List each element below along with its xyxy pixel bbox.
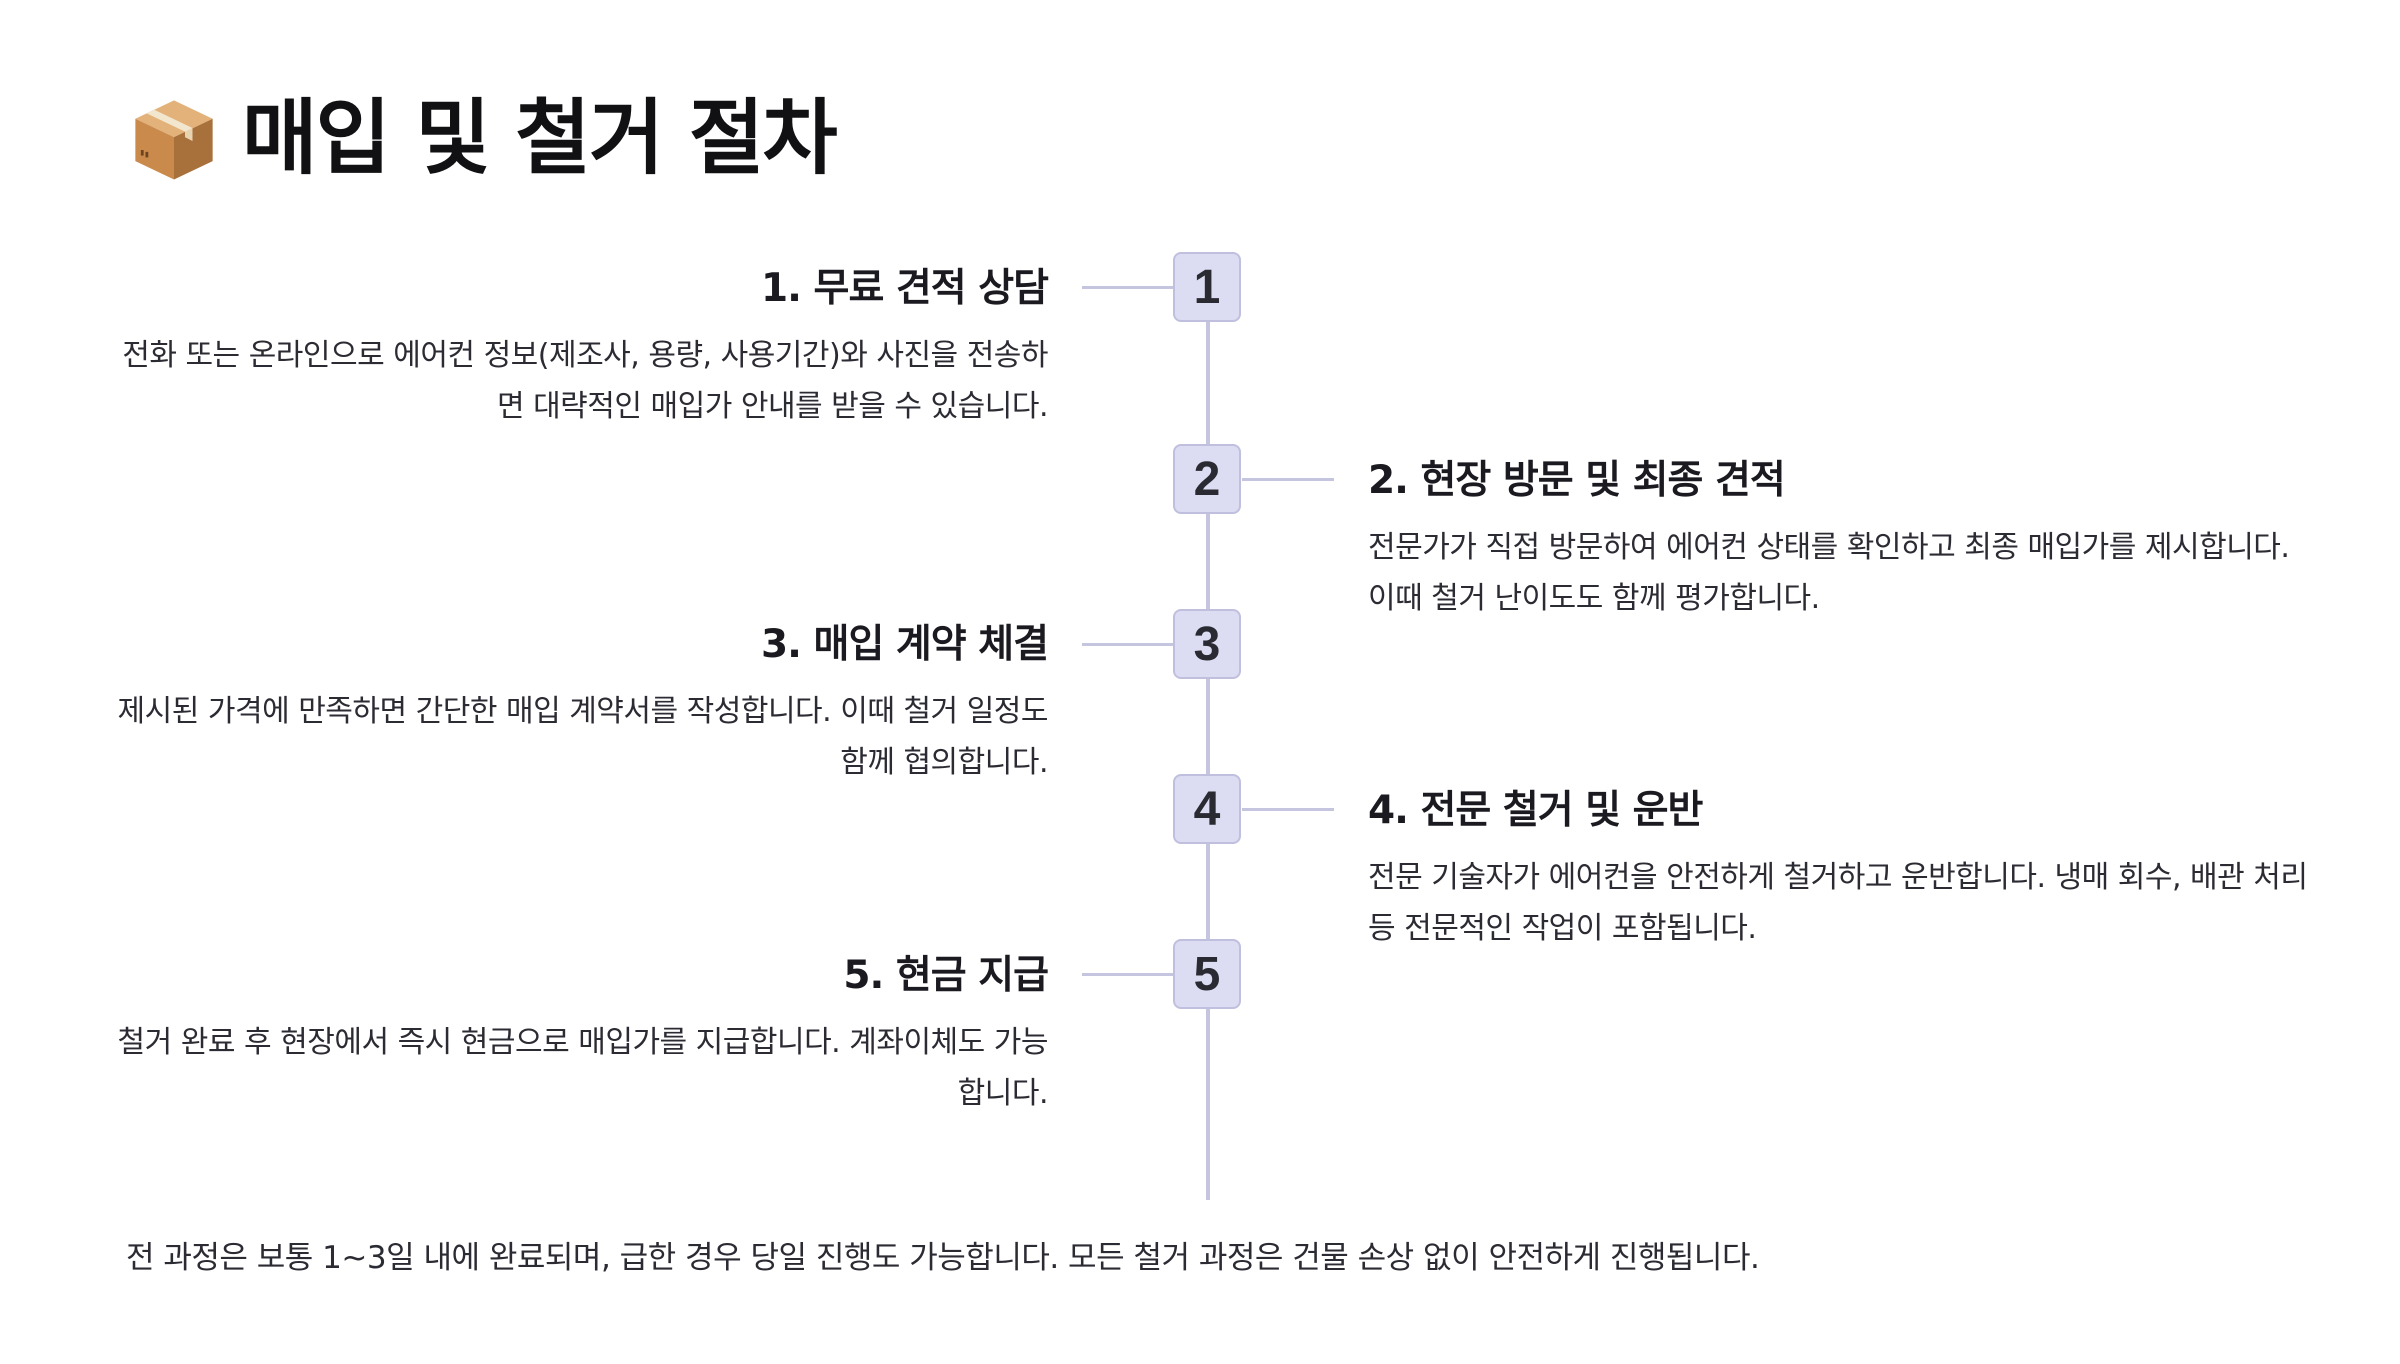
step-number-badge: 1 (1173, 252, 1241, 322)
step-title: 5. 현금 지급 (843, 952, 1049, 998)
step-description: 전화 또는 온라인으로 에어컨 정보(제조사, 용량, 사용기간)와 사진을 전… (122, 338, 1048, 424)
step-title: 2. 현장 방문 및 최종 견적 (1368, 457, 1786, 503)
timeline-line (1206, 288, 1210, 1200)
step-number-badge: 5 (1173, 939, 1241, 1009)
step-1: 1. 무료 견적 상담 전화 또는 온라인으로 에어컨 정보(제조사, 용량, … (108, 258, 1049, 432)
step-4: 4. 전문 철거 및 운반 전문 기술자가 에어컨을 안전하게 철거하고 운반합… (1368, 780, 2308, 954)
timeline-connector (1242, 808, 1334, 811)
step-title: 3. 매입 계약 체결 (761, 621, 1049, 667)
page-title: 매입 및 철거 절차 (128, 84, 838, 194)
step-description: 전문가가 직접 방문하여 에어컨 상태를 확인하고 최종 매입가를 제시합니다.… (1368, 530, 2290, 616)
step-number-badge: 2 (1173, 444, 1241, 514)
step-5: 5. 현금 지급 철거 완료 후 현장에서 즉시 현금으로 매입가를 지급합니다… (108, 945, 1049, 1119)
step-3: 3. 매입 계약 체결 제시된 가격에 만족하면 간단한 매입 계약서를 작성합… (108, 614, 1049, 788)
timeline-connector (1082, 643, 1174, 646)
step-description: 전문 기술자가 에어컨을 안전하게 철거하고 운반합니다. 냉매 회수, 배관 … (1368, 860, 2308, 946)
step-description: 철거 완료 후 현장에서 즉시 현금으로 매입가를 지급합니다. 계좌이체도 가… (117, 1025, 1049, 1111)
package-icon (135, 100, 213, 180)
step-number-badge: 4 (1173, 774, 1241, 844)
step-title: 1. 무료 견적 상담 (761, 265, 1049, 311)
timeline-connector (1242, 478, 1334, 481)
step-title: 4. 전문 철거 및 운반 (1368, 787, 1703, 833)
page-title-text: 매입 및 철거 절차 (242, 91, 838, 186)
footer-note: 전 과정은 보통 1~3일 내에 완료되며, 급한 경우 당일 진행도 가능합니… (126, 1240, 1760, 1276)
timeline-connector (1082, 286, 1174, 289)
step-number-badge: 3 (1173, 609, 1241, 679)
timeline-connector (1082, 973, 1174, 976)
step-description: 제시된 가격에 만족하면 간단한 매입 계약서를 작성합니다. 이때 철거 일정… (117, 694, 1049, 780)
step-2: 2. 현장 방문 및 최종 견적 전문가가 직접 방문하여 에어컨 상태를 확인… (1368, 450, 2308, 624)
